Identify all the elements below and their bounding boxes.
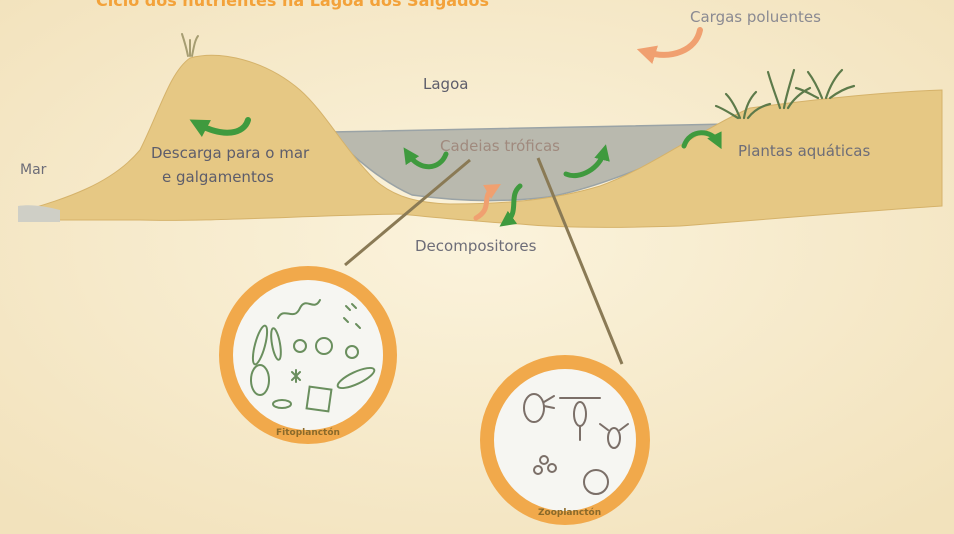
- label-plantas-aquaticas: Plantas aquáticas: [738, 142, 870, 160]
- label-mar: Mar: [20, 162, 46, 178]
- fitoplancton-circle: [226, 273, 390, 437]
- label-galgamentos: e galgamentos: [162, 168, 274, 186]
- diagram-title: Ciclo dos nutrientes na Lagoa dos Salgad…: [96, 0, 489, 10]
- label-descarga: Descarga para o mar: [151, 144, 309, 162]
- label-lagoa: Lagoa: [423, 75, 468, 93]
- label-cargas-poluentes: Cargas poluentes: [690, 8, 821, 26]
- label-zooplancton: Zooplanctón: [538, 508, 601, 518]
- zooplancton-circle: [487, 362, 643, 518]
- label-fitoplancton: Fitoplanctón: [276, 428, 340, 438]
- label-decompositores: Decompositores: [415, 237, 536, 255]
- label-cadeias-troficas: Cadeias tróficas: [440, 137, 560, 155]
